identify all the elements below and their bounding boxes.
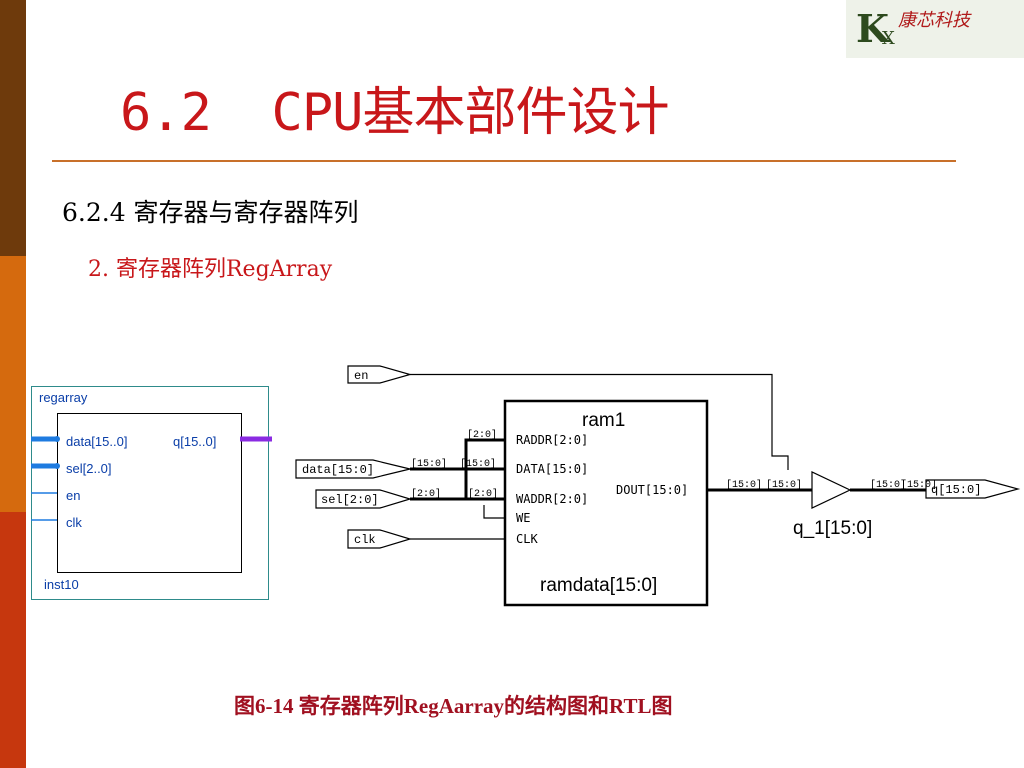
symbol-input-sel: sel[2..0]	[66, 461, 112, 476]
port-data	[295, 459, 411, 479]
ram-pin-waddr: WADDR[2:0]	[516, 492, 588, 506]
register-q1	[811, 471, 852, 509]
side-bar-orange	[0, 256, 26, 512]
figure-caption: 图6-14 寄存器阵列RegAarray的结构图和RTL图	[234, 694, 673, 718]
logo	[846, 0, 1024, 58]
bus-tag-q2: [15:0]	[901, 479, 937, 491]
port-clk-label: clk	[354, 533, 376, 547]
subsection-heading: 2. 寄存器阵列RegArray	[88, 257, 333, 282]
side-bar-red	[0, 512, 26, 768]
symbol-input-clk: clk	[66, 515, 82, 530]
section-heading: 6.2.4 寄存器与寄存器阵列	[62, 198, 359, 227]
bus-tag-data-in2: [15:0]	[460, 458, 496, 470]
bus-tag-sel-in: [2:0]	[411, 488, 441, 500]
ram-pin-clk: CLK	[516, 532, 538, 546]
ram-block	[503, 399, 709, 607]
symbol-output-q: q[15..0]	[173, 434, 217, 449]
port-q	[925, 479, 1021, 499]
logo-mark-sub: X	[882, 28, 895, 49]
title-divider	[52, 160, 956, 162]
port-en-label: en	[354, 369, 368, 383]
port-q-label: q[15:0]	[931, 483, 981, 497]
pin-data-dot	[54, 436, 60, 442]
symbol-name: regarray	[39, 390, 88, 405]
register-name: q_1[15:0]	[793, 518, 872, 539]
bus-sel-raddr	[464, 438, 505, 499]
side-bar-dark	[0, 0, 26, 256]
ram-pin-we: WE	[516, 511, 530, 525]
ram-instance: ramdata[15:0]	[540, 575, 657, 596]
bus-tag-dout2: [15:0]	[766, 479, 802, 491]
symbol-input-en: en	[66, 488, 81, 503]
page-title: 6.2 CPU基本部件设计	[120, 83, 669, 143]
wire-we	[483, 505, 505, 519]
symbol-instance: inst10	[44, 577, 79, 592]
symbol-body	[57, 413, 242, 573]
bus-tag-data-in1: [15:0]	[411, 458, 447, 470]
ram-name: ram1	[582, 410, 625, 431]
bus-tag-raddr: [2:0]	[467, 429, 497, 441]
port-data-label: data[15:0]	[302, 463, 374, 477]
pin-sel-dot	[54, 463, 60, 469]
bus-tag-q1: [15:0]	[870, 479, 906, 491]
wire-en	[410, 373, 789, 470]
logo-name: 康芯科技	[898, 10, 970, 31]
port-clk	[347, 529, 413, 549]
symbol-input-data: data[15..0]	[66, 434, 128, 449]
ram-pin-raddr: RADDR[2:0]	[516, 433, 588, 447]
ram-pin-dout: DOUT[15:0]	[616, 483, 688, 497]
symbol-pins	[31, 436, 272, 521]
port-sel-label: sel[2:0]	[321, 493, 379, 507]
port-en	[347, 365, 413, 384]
bus-tag-waddr: [2:0]	[468, 488, 498, 500]
logo-mark: K	[856, 6, 890, 51]
ram-pin-data: DATA[15:0]	[516, 462, 588, 476]
bus-tag-dout1: [15:0]	[726, 479, 762, 491]
port-sel	[315, 489, 413, 509]
